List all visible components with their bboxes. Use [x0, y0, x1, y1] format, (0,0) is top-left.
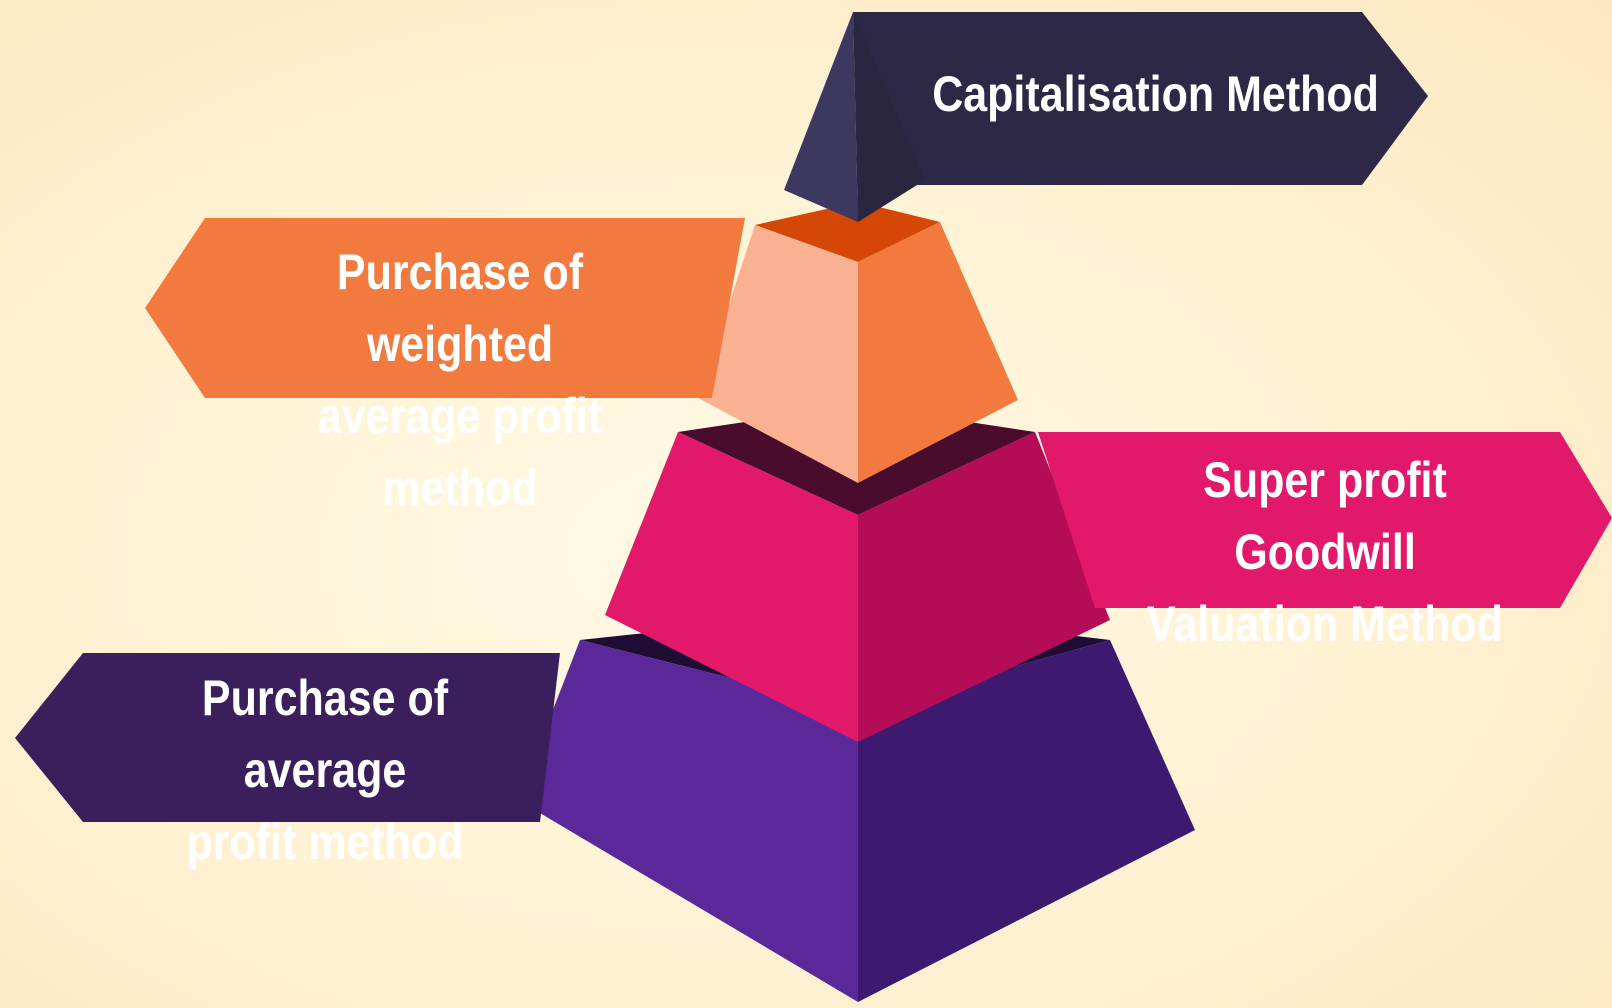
label-weighted-line: Purchase of weighted average profit meth… — [317, 244, 603, 516]
label-super-profit-line: Super profit Goodwill Valuation Method — [1147, 452, 1503, 652]
label-average-profit: Purchase of average profit method — [132, 662, 519, 878]
label-arrow-top — [853, 12, 1428, 185]
label-arrow-second — [145, 218, 745, 398]
pyramid-tier-top — [784, 12, 925, 222]
label-super-profit-goodwill: Super profit Goodwill Valuation Method — [1123, 444, 1527, 660]
label-weighted-average-profit: Purchase of weighted average profit meth… — [249, 236, 670, 524]
pyramid-tier-second — [698, 202, 1018, 483]
label-capitalisation-method: Capitalisation Method — [932, 66, 1379, 122]
label-arrow-bottom — [15, 653, 560, 822]
label-arrow-third — [1038, 432, 1612, 608]
label-average-profit-line: Purchase of average profit method — [186, 670, 464, 870]
